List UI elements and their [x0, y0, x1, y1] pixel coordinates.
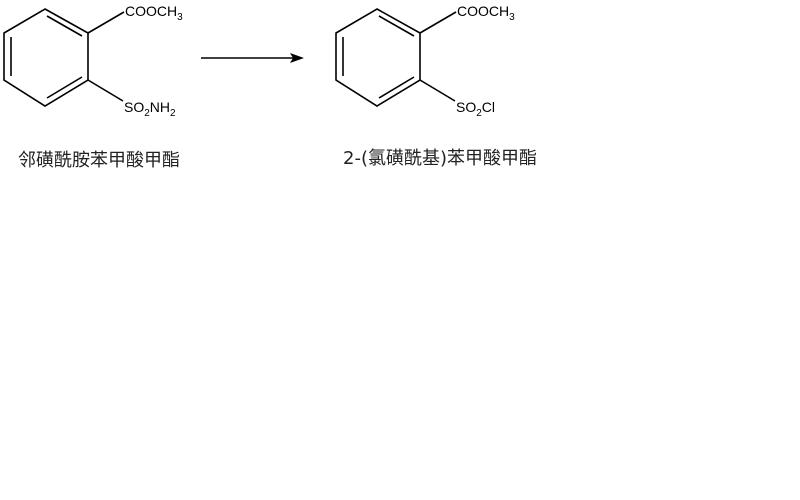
reactant-name: 邻磺酰胺苯甲酸甲酯	[18, 150, 180, 171]
ester-group-label: COOCH3	[125, 3, 183, 23]
reaction-arrow	[201, 53, 304, 63]
double-bond	[378, 76, 415, 99]
sulfonyl-chloride-group-label: SO2Cl	[456, 99, 495, 119]
bond-ester	[87, 11, 125, 34]
product-structure	[335, 8, 457, 107]
ester-group-label: COOCH3	[457, 3, 515, 23]
benzene-ring	[3, 8, 89, 107]
reactant-structure	[3, 8, 125, 107]
bond-sulfonyl	[87, 79, 124, 102]
arrowhead-icon	[290, 53, 304, 63]
bond-ester	[419, 11, 457, 34]
sulfonamide-group-label: SO2NH2	[124, 99, 176, 119]
double-bond	[46, 76, 83, 99]
bond-sulfonyl	[419, 79, 456, 102]
double-bond	[378, 15, 415, 37]
double-bond	[46, 15, 83, 37]
benzene-ring	[335, 8, 421, 107]
product-name: 2-(氯磺酰基)苯甲酸甲酯	[343, 148, 537, 169]
